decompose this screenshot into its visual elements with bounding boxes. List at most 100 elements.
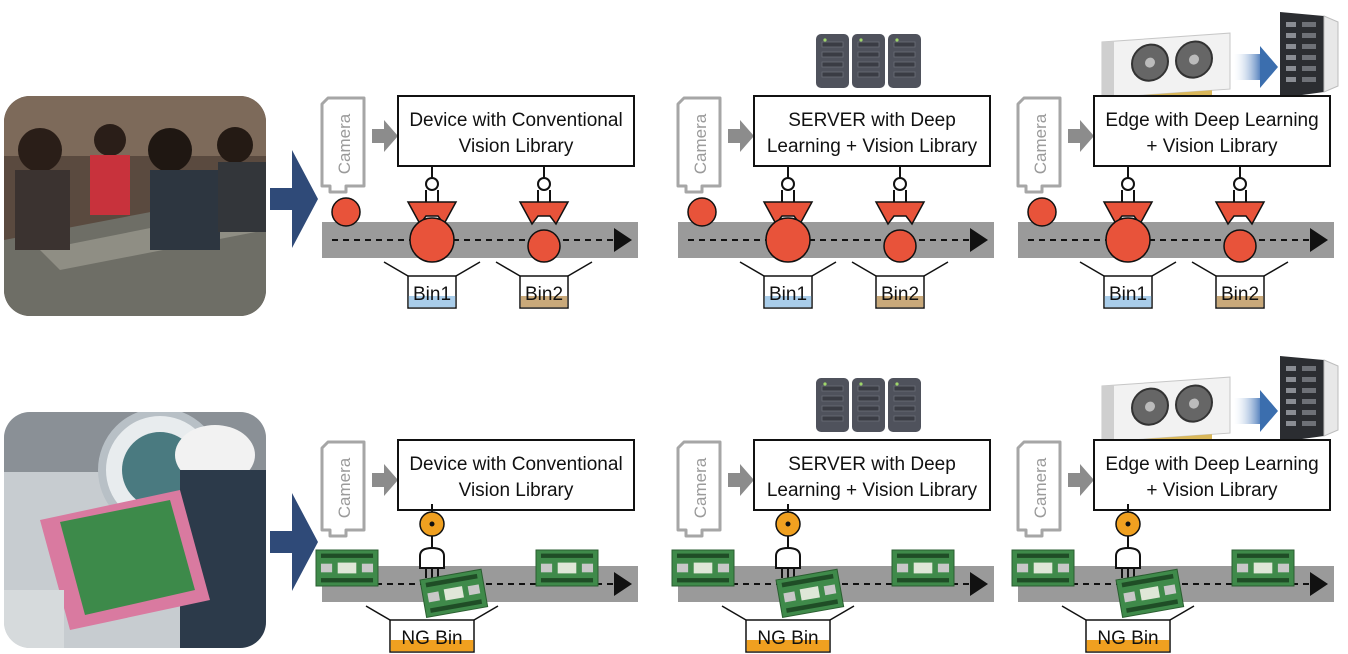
bin-flap (1263, 261, 1289, 277)
sorter-joint-icon (425, 177, 439, 191)
sorter-arm (1121, 190, 1135, 202)
sorter-gripper-icon (874, 201, 926, 226)
camera-arrow-icon (372, 464, 398, 496)
bin-label: Bin1 (1109, 284, 1147, 305)
server-led-icon (859, 382, 863, 386)
system-box-subtitle: Vision Library (459, 136, 574, 157)
pcb-connector (467, 584, 481, 596)
camera-icon (676, 96, 722, 194)
worker-sorting-photo (4, 96, 266, 316)
bin-fill (764, 296, 812, 308)
edge-port (1302, 44, 1316, 49)
server-led-icon (895, 38, 899, 42)
bin-flap (829, 605, 855, 621)
edge-port (1286, 55, 1296, 60)
item-small-icon (883, 229, 917, 263)
item-icon (1027, 197, 1057, 227)
pcb-chip (337, 562, 357, 574)
sorter-joint-icon (1233, 177, 1247, 191)
sorter-joint-icon (781, 177, 795, 191)
gpu-fan-hub (1145, 57, 1155, 68)
conveyor-arrow-icon (1310, 228, 1328, 252)
edge-port (1286, 399, 1296, 404)
pcb-connector (320, 563, 333, 573)
camera-icon (320, 96, 366, 194)
pcb-connector (823, 584, 837, 596)
camera-icon (676, 440, 722, 538)
edge-port (1302, 377, 1316, 382)
probe-sensor-dot (1125, 521, 1131, 527)
pcb-board-icon (419, 568, 489, 619)
bin-flap (383, 261, 409, 277)
bin-flap (851, 261, 877, 277)
pcb-connector (361, 563, 374, 573)
server-drive-slot (893, 415, 916, 422)
bin-fill (1216, 296, 1264, 308)
conveyor-arrow-icon (1310, 572, 1328, 596)
process-arrow-icon (270, 493, 318, 591)
edge-port (1286, 421, 1296, 426)
bin-fill (876, 296, 924, 308)
probe-sensor-dot (785, 521, 791, 527)
camera-arrow-icon (1068, 120, 1094, 152)
camera-label: Camera (335, 113, 354, 174)
system-box-title: Device with Conventional (409, 110, 622, 131)
bin-label: Bin2 (881, 284, 919, 305)
edge-port (1286, 66, 1296, 71)
camera-arrow-icon (1068, 464, 1094, 496)
pcb-trace (425, 573, 478, 588)
pcb-trace (1121, 573, 1174, 588)
edge-port (1302, 66, 1316, 71)
pcb-connector (676, 563, 689, 573)
edge-port (1286, 44, 1296, 49)
conveyor-arrow-icon (614, 228, 632, 252)
server-drive-slot (893, 405, 916, 412)
server-drive-slot (857, 415, 880, 422)
probe-gripper-icon (775, 546, 801, 569)
bin-flap (721, 605, 747, 621)
bin-flap (1079, 261, 1105, 277)
system-box-subtitle: + Vision Library (1146, 136, 1278, 157)
system-box-title: Device with Conventional (409, 454, 622, 475)
bin-fill (746, 640, 830, 652)
gpu-fan-hub (1189, 54, 1199, 65)
edge-computer-side (1323, 359, 1339, 437)
server-drive-slot (893, 51, 916, 58)
server-drive-slot (857, 61, 880, 68)
server-drive-slot (893, 41, 916, 48)
gpu-bracket (1102, 41, 1114, 98)
pcb-trace (1016, 553, 1070, 558)
pcb-board-icon (671, 549, 735, 587)
probe-sensor-dot (429, 521, 435, 527)
edge-port (1302, 388, 1316, 393)
sorter-joint-icon (893, 177, 907, 191)
system-box (397, 439, 635, 511)
edge-port (1286, 366, 1296, 371)
bin-fill (408, 296, 456, 308)
bin-flap (1151, 261, 1177, 277)
edge-port (1286, 388, 1296, 393)
pcb-chip (799, 586, 820, 601)
bin-label: Bin2 (525, 284, 563, 305)
server-drive-slot (821, 415, 844, 422)
edge-port (1302, 77, 1316, 82)
system-box (1093, 439, 1331, 511)
edge-arrow-tail (1234, 54, 1260, 80)
camera-icon (320, 440, 366, 538)
bin-label: NG Bin (401, 628, 462, 649)
bin-flap (365, 605, 391, 621)
edge-arrow-tail (1234, 398, 1260, 424)
camera-label: Camera (691, 113, 710, 174)
edge-port (1286, 410, 1296, 415)
bin-flap (811, 261, 837, 277)
server-drive-slot (857, 405, 880, 412)
camera-label: Camera (1031, 113, 1050, 174)
sorter-joint-icon (537, 177, 551, 191)
system-box-subtitle: + Vision Library (1146, 480, 1278, 501)
pcb-connector (1057, 563, 1070, 573)
probe-gripper-icon (419, 546, 445, 569)
server-led-icon (859, 38, 863, 42)
